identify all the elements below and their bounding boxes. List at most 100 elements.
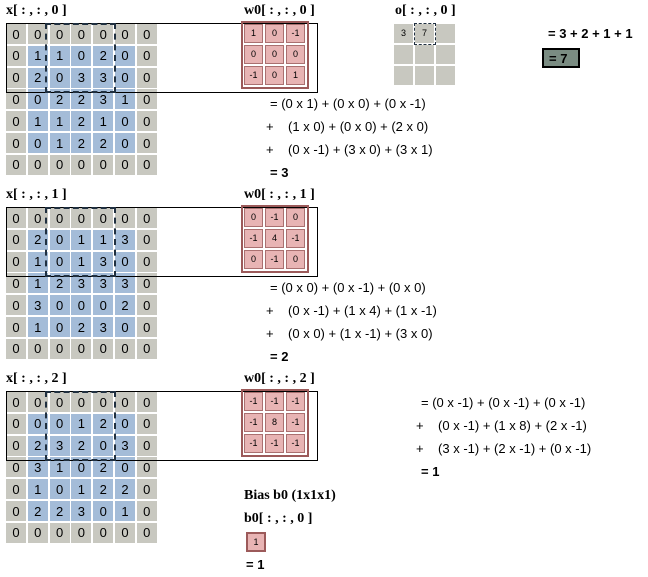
input-ch1-cell-6-3: 0: [71, 338, 92, 359]
kernel-ch0-cell-0-1: 0: [265, 24, 284, 43]
input-ch1-cell-5-2: 0: [49, 317, 70, 337]
output-sum-result: = 7: [542, 48, 580, 68]
kernel-ch1-cell-2-1: -1: [265, 250, 284, 269]
equation-channel-1-line-3: + (0 x 0) + (1 x -1) + (3 x 0): [266, 326, 433, 341]
input-ch2-cell-2-6: 0: [136, 435, 157, 456]
input-ch0-cell-3-0: 0: [6, 89, 26, 110]
input-ch2-cell-0-5: 0: [115, 392, 135, 412]
input-ch0-cell-2-3: 3: [71, 67, 92, 88]
input-ch1-cell-3-4: 3: [93, 273, 114, 294]
input-ch2-cell-6-4: 0: [93, 522, 114, 543]
input-ch1-cell-6-5: 0: [115, 338, 135, 359]
input-ch2-cell-1-2: 0: [49, 413, 70, 434]
input-ch0-cell-4-3: 2: [71, 111, 92, 132]
input-ch1-cell-6-2: 0: [49, 338, 70, 359]
input-ch0-cell-1-3: 0: [71, 45, 92, 66]
input-ch0-cell-5-4: 2: [93, 133, 114, 153]
input-ch1-cell-3-2: 2: [49, 273, 70, 294]
input-ch2-cell-0-6: 0: [136, 392, 157, 412]
input-ch1-cell-3-0: 0: [6, 273, 26, 294]
input-ch0-cell-4-0: 0: [6, 111, 26, 132]
input-ch1-cell-5-3: 2: [71, 317, 92, 337]
input-ch2-cell-4-5: 2: [115, 479, 135, 500]
equation-channel-0-line-3: + (0 x -1) + (3 x 0) + (3 x 1): [266, 142, 433, 157]
input-ch2-cell-3-4: 2: [93, 457, 114, 478]
bias-label: b0[ : , : , 0 ]: [244, 511, 313, 526]
input-ch0-cell-6-6: 0: [136, 154, 157, 175]
input-ch0-cell-6-3: 0: [71, 154, 92, 175]
input-ch2-cell-2-5: 3: [115, 435, 135, 456]
input-ch0-cell-3-6: 0: [136, 89, 157, 110]
input-ch1-cell-4-2: 0: [49, 295, 70, 316]
bias-result: = 1: [246, 557, 265, 572]
input-ch0-cell-6-5: 0: [115, 154, 135, 175]
input-ch2-cell-1-5: 0: [115, 413, 135, 434]
input-ch2-cell-6-6: 0: [136, 522, 157, 543]
input-ch2-cell-3-0: 0: [6, 457, 26, 478]
input-ch2-cell-1-0: 0: [6, 413, 26, 434]
input-ch1-cell-5-1: 1: [27, 317, 48, 337]
input-ch2-cell-0-0: 0: [6, 392, 26, 412]
input-ch1-cell-4-1: 3: [27, 295, 48, 316]
kernel-channel-0-label: w0[ : , : , 0 ]: [244, 3, 315, 18]
input-ch2-cell-5-4: 0: [93, 501, 114, 521]
input-ch1-cell-4-4: 0: [93, 295, 114, 316]
kernel-ch2-cell-1-1: 8: [265, 413, 284, 432]
kernel-channel-2-label: w0[ : , : , 2 ]: [244, 371, 315, 386]
input-ch2-cell-5-0: 0: [6, 501, 26, 521]
output-cell-1-2: [436, 45, 455, 64]
input-ch1-cell-5-4: 3: [93, 317, 114, 337]
input-ch2-cell-2-2: 3: [49, 435, 70, 456]
input-ch1-cell-0-4: 0: [93, 208, 114, 228]
input-channel-0-label: x[ : , : , 0 ]: [6, 3, 67, 18]
input-ch1-cell-0-3: 0: [71, 208, 92, 228]
input-ch0-cell-1-4: 2: [93, 45, 114, 66]
input-ch1-cell-2-3: 1: [71, 251, 92, 272]
input-ch0-cell-1-2: 1: [49, 45, 70, 66]
equation-channel-0-result: = 3: [270, 165, 289, 180]
input-ch0-cell-2-1: 2: [27, 67, 48, 88]
kernel-ch0-cell-1-0: 0: [244, 45, 263, 64]
output-cell-2-2: [436, 66, 455, 85]
input-ch0-cell-4-6: 0: [136, 111, 157, 132]
input-ch1-cell-3-1: 1: [27, 273, 48, 294]
input-ch2-cell-0-2: 0: [49, 392, 70, 412]
kernel-ch2-cell-2-2: -1: [286, 434, 305, 453]
input-ch1-cell-2-6: 0: [136, 251, 157, 272]
input-ch1-cell-2-5: 0: [115, 251, 135, 272]
input-ch1-cell-2-1: 1: [27, 251, 48, 272]
kernel-ch2-cell-0-0: -1: [244, 392, 263, 411]
input-ch0-cell-4-2: 1: [49, 111, 70, 132]
output-label: o[ : , : , 0 ]: [395, 3, 456, 18]
equation-channel-1-line-2: + (0 x -1) + (1 x 4) + (1 x -1): [266, 303, 437, 318]
output-cell-0-2: [436, 24, 455, 43]
input-ch1-cell-1-0: 0: [6, 229, 26, 250]
kernel-ch2-cell-2-1: -1: [265, 434, 284, 453]
input-ch2-cell-1-6: 0: [136, 413, 157, 434]
input-ch0-cell-5-5: 0: [115, 133, 135, 153]
output-cell-0-0: 3: [394, 24, 413, 43]
input-ch0-cell-0-4: 0: [93, 24, 114, 44]
input-ch2-cell-4-4: 2: [93, 479, 114, 500]
input-ch0-cell-5-1: 0: [27, 133, 48, 153]
input-ch0-cell-0-1: 0: [27, 24, 48, 44]
input-ch1-cell-6-6: 0: [136, 338, 157, 359]
kernel-ch2-cell-0-2: -1: [286, 392, 305, 411]
input-ch1-cell-1-5: 3: [115, 229, 135, 250]
kernel-ch0-cell-2-0: -1: [244, 66, 263, 85]
kernel-ch2-cell-0-1: -1: [265, 392, 284, 411]
input-ch2-cell-2-0: 0: [6, 435, 26, 456]
kernel-ch1-cell-2-0: 0: [244, 250, 263, 269]
equation-channel-2-line-3: + (3 x -1) + (2 x -1) + (0 x -1): [416, 441, 592, 456]
input-ch1-cell-1-2: 0: [49, 229, 70, 250]
input-ch2-cell-1-1: 0: [27, 413, 48, 434]
input-ch1-cell-5-0: 0: [6, 317, 26, 337]
kernel-ch2-cell-1-0: -1: [244, 413, 263, 432]
input-ch1-cell-6-4: 0: [93, 338, 114, 359]
input-ch2-cell-4-6: 0: [136, 479, 157, 500]
kernel-ch0-cell-0-2: -1: [286, 24, 305, 43]
output-sum-text: = 3 + 2 + 1 + 1: [548, 26, 633, 41]
input-ch1-cell-1-3: 1: [71, 229, 92, 250]
input-ch1-cell-3-5: 3: [115, 273, 135, 294]
input-ch2-cell-6-1: 0: [27, 522, 48, 543]
